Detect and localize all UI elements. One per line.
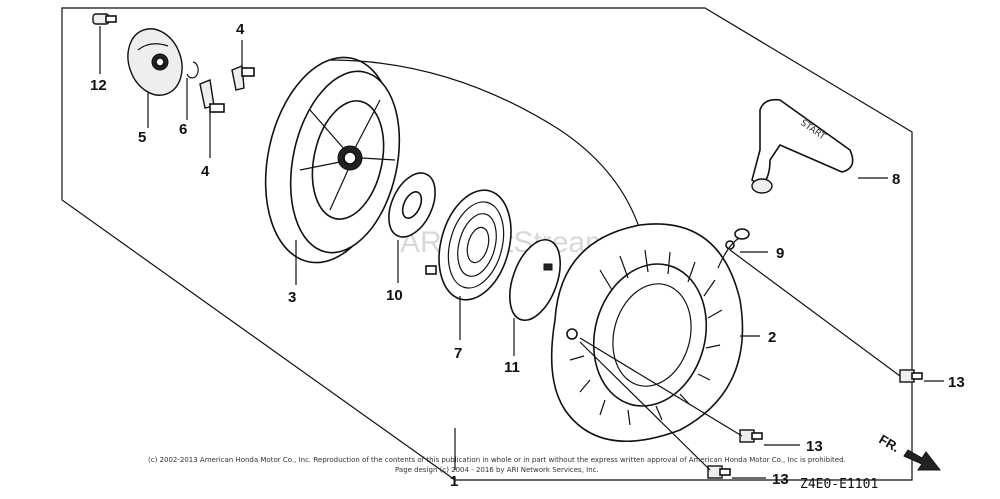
label-part-2: 2 (768, 329, 776, 346)
label-part-13-right: 13 (948, 374, 965, 391)
label-part-11: 11 (504, 359, 520, 376)
part-7-spring-icon (425, 189, 512, 301)
copyright-line-2: Page design (c) 2004 - 2016 by ARI Netwo… (395, 466, 599, 474)
label-part-13-middle: 13 (806, 438, 823, 455)
part-9-rope-end-icon (717, 228, 750, 269)
part-6-clip-icon (186, 61, 199, 79)
assembly-frame (61, 7, 913, 481)
label-part-4-lower: 4 (201, 163, 210, 180)
label-part-12: 12 (90, 77, 107, 94)
label-part-10: 10 (386, 287, 403, 304)
label-part-4-upper: 4 (236, 21, 245, 38)
direction-arrow-icon (903, 449, 942, 471)
part-13-bolt-middle-icon (739, 429, 763, 443)
label-part-5: 5 (138, 129, 146, 146)
label-part-1: 1 (450, 473, 458, 490)
part-11-plate-icon (509, 239, 561, 321)
label-part-13-bottom: 13 (772, 471, 789, 488)
diagram-code: Z4E0-E1101 (800, 477, 878, 492)
label-part-3: 3 (288, 289, 296, 306)
label-part-8: 8 (892, 171, 900, 188)
part-13-bolt-right-icon (899, 369, 923, 383)
label-part-6: 6 (179, 121, 187, 138)
part-3-reel-icon (264, 56, 401, 264)
part-4-pawl-upper-icon (231, 65, 255, 91)
part-4-pawl-lower-icon (199, 79, 225, 113)
label-part-9: 9 (776, 245, 784, 262)
part-13-bolt-bottom-icon (707, 465, 731, 479)
part-2-starter-case-icon (550, 223, 744, 442)
front-direction-indicator: FR. (877, 432, 942, 471)
direction-label: FR. (877, 432, 903, 455)
label-part-7: 7 (454, 345, 462, 362)
part-10-washer-icon (388, 172, 436, 238)
part-12-bolt-icon (92, 13, 117, 25)
copyright-line-1: (c) 2002-2013 American Honda Motor Co., … (148, 456, 846, 464)
leader-lines (99, 26, 944, 479)
part-5-ratchet-icon (127, 28, 183, 96)
starter-rope (329, 59, 641, 231)
part-8-handle-icon: START (751, 98, 854, 194)
